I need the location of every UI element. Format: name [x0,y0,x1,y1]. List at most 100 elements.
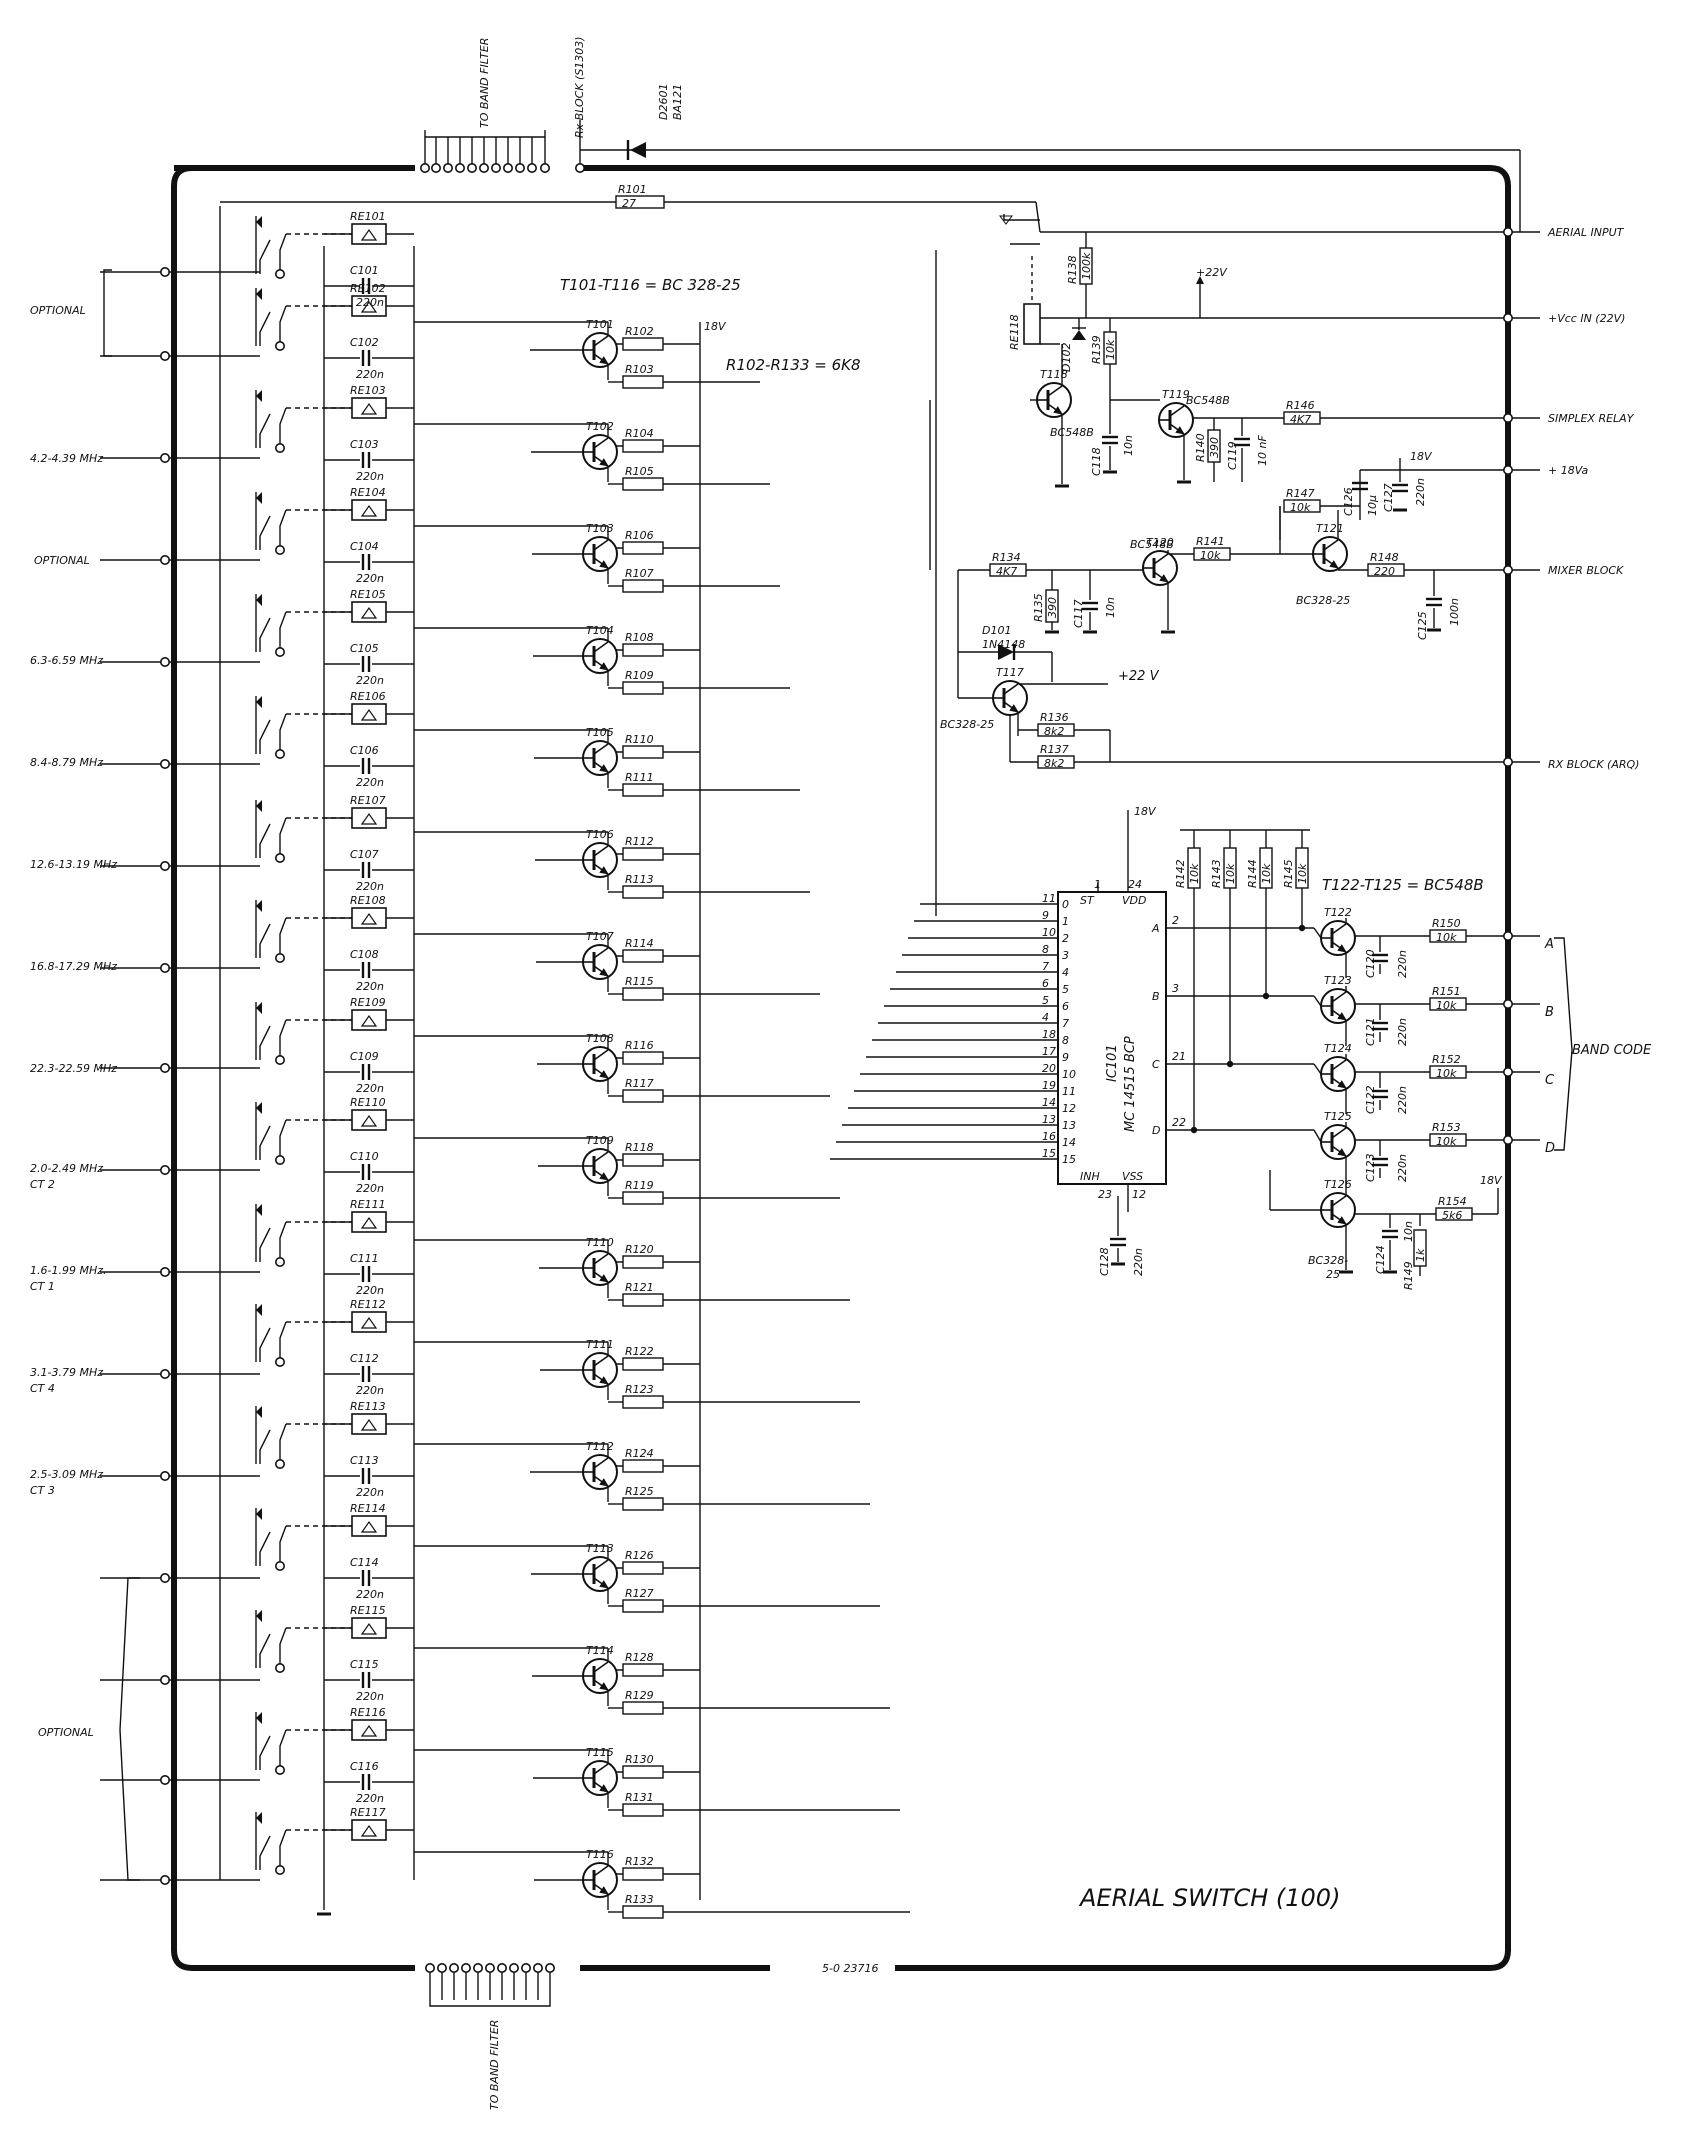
ic101-pin-name: 1 [1062,915,1069,928]
driver-t110 [582,1250,618,1286]
pullup-junction [1298,924,1306,932]
relay-contact-b-re113 [279,1423,287,1464]
band-filter-terminal-bottom [508,1963,519,1974]
relay-flag [256,1002,262,1014]
transistor-emitter [593,1475,609,1487]
driver-resistor-r115 [622,987,664,1001]
ic101-pin-name: 15 [1062,1153,1076,1166]
relay-label-re105: RE105 [350,588,386,601]
band-filter-terminal-bottom [460,1963,471,1974]
relay-flag [256,288,262,300]
simplex-relay-label: SIMPLEX RELAY [1548,412,1635,425]
c124-value: 10n [1402,1221,1415,1242]
code-t123 [1320,988,1356,1024]
relay-contact-re117 [259,1835,271,1870]
relay-cap-value: 220n [356,980,384,993]
band-filter-bracket-bottom [429,2000,551,2007]
code-base [1313,1063,1322,1075]
relay-coil-re106 [351,703,387,725]
drawing-number: 5-0 23716 [822,1962,878,1975]
driver-t112 [582,1454,618,1490]
driver-resistor-r107-label: R107 [625,567,654,580]
22v-arrow [1196,276,1204,284]
relay-cap-value: 220n [356,572,384,585]
ic101-pin-number: 6 [1042,977,1049,990]
transistor-t119 [1158,402,1194,438]
aerial-sw [1035,201,1041,233]
ic101-out-pin-number: 22 [1172,1116,1186,1129]
driver-resistor-r106 [622,541,664,555]
input-label-optional-1: OPTIONAL [30,304,86,317]
driver-resistor-r118-label: R118 [625,1141,654,1154]
driver-t106 [582,842,618,878]
ic101-st-pin: 1 [1094,878,1101,891]
relay-label-re110: RE110 [350,1096,386,1109]
relay-contact-b-re105 [279,611,287,652]
relay-contact-terminal [274,1357,285,1368]
ic101-pin-name: 10 [1062,1068,1076,1081]
relay-contact-b-re102 [279,305,287,346]
ic101-pin-number: 15 [1042,1147,1056,1160]
note-resistors: R102-R133 = 6K8 [726,356,861,374]
resistor-r134 [989,563,1027,577]
driver-resistor-r111-label: R111 [625,771,654,784]
driver-resistor-r125 [622,1497,664,1511]
code-res-r150-value: 10k [1436,931,1457,944]
transistor-collector [593,1151,609,1163]
input-label-ct3: CT 3 [30,1484,55,1497]
pullup-r142 [1187,847,1201,889]
driver-t102-label: T102 [586,420,614,433]
ic101-out-pin-number: 3 [1172,982,1179,995]
ic101-out-pin-number: 2 [1172,914,1179,927]
resistor-r140-label: R140 [1194,433,1207,462]
driver-resistor-r105-label: R105 [625,465,654,478]
code-t124 [1320,1056,1356,1092]
relay-flag [256,1610,262,1622]
code-r154-label: R154 [1438,1195,1467,1208]
driver-resistor-r125-label: R125 [625,1485,654,1498]
relay-cap-label: C115 [350,1658,379,1671]
driver-resistor-r121 [622,1293,664,1307]
band-filter-terminal-bottom [472,1963,483,1974]
driver-resistor-r131-label: R131 [625,1791,654,1804]
code-output-terminal [1503,930,1514,941]
relay-contact-re116 [259,1735,271,1770]
input-label-1-6mhz: 1.6-1.99 MHz. [30,1264,106,1277]
driver-resistor-r127-label: R127 [625,1587,654,1600]
left-input-terminal [160,1471,171,1482]
optional-bracket-1 [103,269,112,357]
driver-resistor-r122 [622,1357,664,1371]
relay-coil-re116 [351,1719,387,1741]
relay-cap-value: 220n [356,368,384,381]
relay-contact-re109 [259,1025,271,1060]
relay-contact-re114 [259,1531,271,1566]
c117-label: C117 [1072,599,1085,628]
code-t126 [1320,1192,1356,1228]
transistor-collector [593,1763,609,1775]
left-input-terminal [160,1165,171,1176]
transistor-emitter [1331,1009,1347,1021]
transistor-collector [1003,683,1019,695]
relay-contact-terminal [274,1561,285,1572]
resistor-r101-value: 27 [622,197,636,210]
left-input-terminal [160,1267,171,1278]
ic101-out-pin-name: C [1152,1058,1160,1071]
code-output-terminal [1503,998,1514,1009]
band-filter-terminal-top [442,163,453,174]
relay-label-re106: RE106 [350,690,386,703]
driver-t116 [582,1862,618,1898]
code-output-terminal [1503,1135,1514,1146]
driver-t103-label: T103 [586,522,614,535]
resistor-r139 [1103,331,1117,365]
driver-resistor-r112 [622,847,664,861]
driver-t112-label: T112 [586,1440,614,1453]
band-filter-terminal-top [466,163,477,174]
left-input-terminal [160,758,171,769]
ic101-pin-number: 7 [1042,960,1049,973]
relay-flag [256,1508,262,1520]
t119-type: BC548B [1186,394,1230,407]
pullup-r143-label: R143 [1210,859,1223,888]
band-filter-terminal-top [454,163,465,174]
driver-resistor-r102-label: R102 [625,325,654,338]
relay-cap-label: C112 [350,1352,379,1365]
